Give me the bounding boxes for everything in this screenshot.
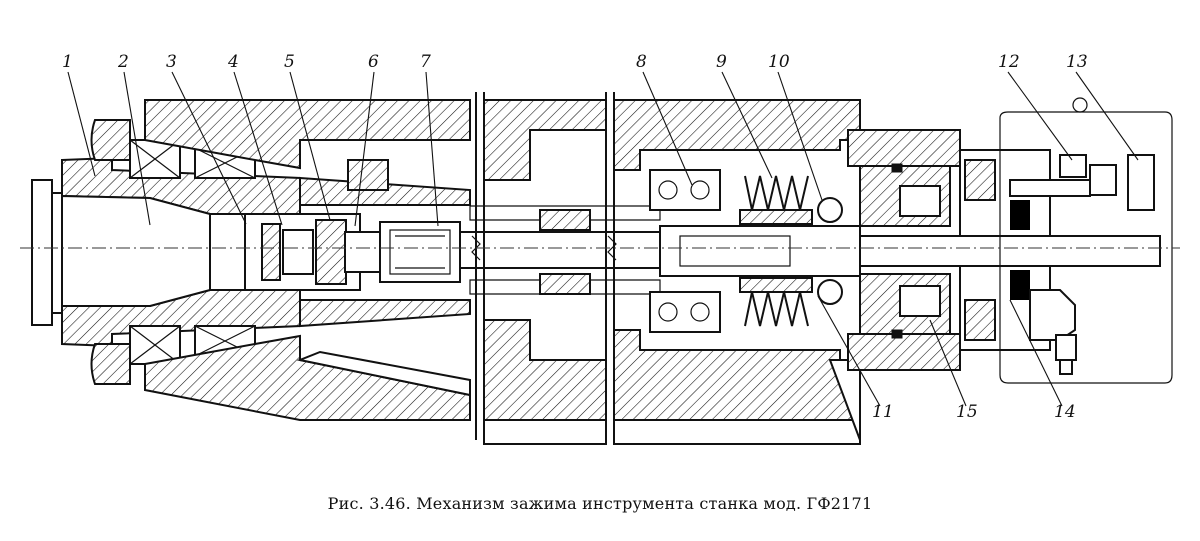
spindle-shaft [299,176,471,328]
limit-switch [1029,289,1077,375]
callout-10: 10 [768,52,790,72]
rear-cap [959,149,1051,351]
hydraulic-cylinder [847,129,961,371]
clamping-mechanism-drawing [20,71,1180,445]
rear-bearing-set [649,169,721,333]
callout-1: 1 [62,52,73,72]
spindle-housing [144,99,471,421]
callout-3: 3 [166,52,177,72]
callout-9: 9 [716,52,727,72]
callout-11: 11 [872,402,894,422]
callout-12: 12 [998,52,1020,72]
callout-13: 13 [1066,52,1088,72]
rear-housing [613,99,861,445]
draw-rod [459,205,661,295]
tool-flange [31,179,63,326]
middle-housing [483,99,607,445]
rear-shaft [859,179,1161,267]
callout-5: 5 [284,52,295,72]
front-cap [90,119,131,385]
collet-assembly [244,159,461,291]
callout-7: 7 [420,52,431,72]
callout-4: 4 [228,52,239,72]
callout-6: 6 [368,52,379,72]
callout-leaders [67,71,1139,407]
callout-8: 8 [636,52,647,72]
sensor-cover [999,97,1173,384]
spindle-nose [61,156,301,348]
callout-15: 15 [956,402,978,422]
callout-2: 2 [118,52,129,72]
disc-spring-pack [739,175,813,327]
figure-caption: Рис. 3.46. Механизм зажима инструмента с… [327,494,873,513]
callout-14: 14 [1054,402,1076,422]
